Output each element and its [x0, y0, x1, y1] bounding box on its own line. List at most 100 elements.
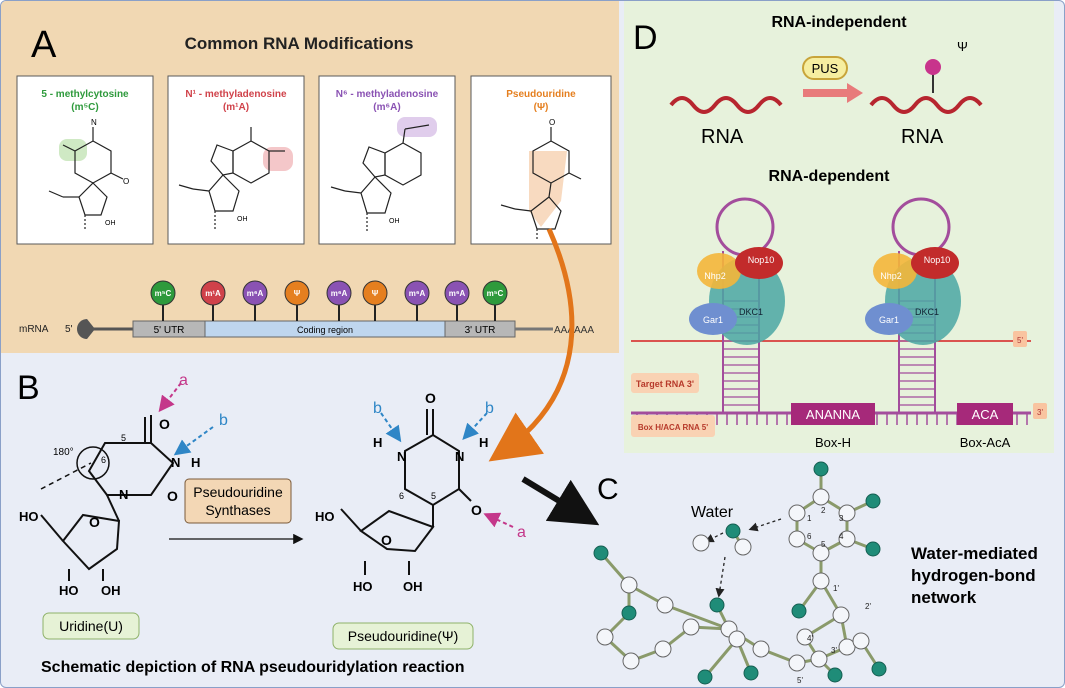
- box-h-seq: ANANNA: [806, 407, 861, 422]
- pseudouridine-structure: [340, 409, 472, 575]
- heavy-atom: [743, 665, 759, 681]
- highlight: [263, 147, 293, 171]
- atom: [734, 538, 752, 556]
- atom: [788, 654, 806, 672]
- panel-c-letter: C: [597, 473, 619, 506]
- uridine-label: Uridine(U): [59, 618, 123, 634]
- atom: [728, 630, 746, 648]
- mod-pin: [444, 280, 470, 306]
- mod-pin-label: m⁵C: [155, 289, 172, 298]
- svg-text:O: O: [89, 514, 100, 530]
- atom: [796, 628, 814, 646]
- mod-card-psi: Pseudouridine (Ψ) O: [470, 75, 612, 245]
- svg-text:O: O: [425, 390, 436, 406]
- structure-m5c: [48, 127, 124, 231]
- svg-text:2: 2: [821, 506, 826, 515]
- coding-label: Coding region: [297, 325, 353, 335]
- arrow-b1-label: b: [373, 400, 382, 417]
- uridine-label-box: [42, 612, 140, 640]
- svg-text:Nop10: Nop10: [924, 255, 951, 265]
- svg-text:4': 4': [807, 634, 813, 643]
- mod-pin: [242, 280, 268, 306]
- svg-text:O: O: [381, 532, 392, 548]
- cap-icon: [76, 319, 95, 340]
- svg-text:DKC1: DKC1: [739, 307, 763, 317]
- mod-abbr: (Ψ): [534, 102, 549, 113]
- atom: [692, 534, 710, 552]
- svg-text:O: O: [159, 416, 170, 432]
- svg-text:O: O: [167, 488, 178, 504]
- utr5-label: 5' UTR: [154, 325, 185, 336]
- atom: [654, 640, 672, 658]
- enzyme-box: [184, 478, 292, 524]
- panel-a-letter: A: [31, 24, 57, 66]
- mod-pin-label: Ψ: [372, 289, 379, 298]
- arrow-b2-psi: [462, 412, 488, 440]
- gar1: [689, 303, 737, 335]
- atom: [812, 544, 830, 562]
- svg-text:HO: HO: [19, 509, 39, 524]
- svg-text:3': 3': [831, 646, 837, 655]
- pseudouridine-label: Pseudouridine(Ψ): [348, 628, 459, 644]
- mrna-label: mRNA: [19, 324, 49, 335]
- svg-text:HO: HO: [353, 579, 373, 594]
- arrow-b1-psi: [380, 412, 402, 443]
- psi-marker: [925, 59, 941, 75]
- svg-text:Gar1: Gar1: [703, 315, 723, 325]
- box-aca: [957, 403, 1013, 425]
- mod-pin: [326, 280, 352, 306]
- heavy-atom: [813, 461, 829, 477]
- heavy-atom: [865, 493, 881, 509]
- svg-text:4: 4: [839, 532, 844, 541]
- heavy-atom: [697, 669, 713, 685]
- independent-title: RNA-independent: [771, 14, 907, 31]
- svg-text:OH: OH: [389, 218, 400, 225]
- svg-text:HO: HO: [315, 509, 335, 524]
- mod-pin-label: m⁶A: [247, 289, 264, 298]
- atom: [620, 576, 638, 594]
- atom: [838, 504, 856, 522]
- svg-text:HO: HO: [59, 583, 79, 598]
- heavy-atom: [709, 597, 725, 613]
- svg-text:DKC1: DKC1: [915, 307, 939, 317]
- panel-b-letter: B: [17, 369, 40, 407]
- svg-text:OH: OH: [403, 579, 423, 594]
- pus-label: PUS: [812, 61, 839, 76]
- atom: [788, 530, 806, 548]
- network-line3: network: [911, 588, 977, 607]
- svg-text:N: N: [171, 455, 180, 470]
- svg-text:1': 1': [833, 584, 839, 593]
- three-prime-marker: 3': [1037, 408, 1043, 417]
- pseudouridine-label-box: [332, 622, 474, 650]
- box-aca-name: Box-AcA: [960, 435, 1011, 450]
- mod-pin: [362, 280, 388, 306]
- water-label: Water: [691, 504, 734, 521]
- mod-pin: [482, 280, 508, 306]
- svg-text:Nhp2: Nhp2: [880, 271, 902, 281]
- mod-abbr: (m⁵C): [71, 102, 98, 113]
- target-label: Target RNA 3': [636, 379, 694, 389]
- heavy-atom: [725, 523, 741, 539]
- utr3-label: 3' UTR: [465, 325, 496, 336]
- mod-pin: [150, 280, 176, 306]
- boxaca-label: Box H/ACA RNA 5': [638, 423, 708, 432]
- svg-text:1: 1: [807, 514, 812, 523]
- mod-pin-label: m⁵C: [487, 289, 504, 298]
- structure-psi: [500, 127, 582, 239]
- svg-text:H: H: [191, 455, 200, 470]
- svg-text:Nop10: Nop10: [748, 255, 775, 265]
- atom: [838, 530, 856, 548]
- mod-card-m1a: N¹ - methyladenosine (m¹A) OH: [167, 75, 305, 245]
- nhp2: [873, 253, 917, 289]
- atom: [752, 640, 770, 658]
- mod-name: 5 - methylcytosine: [41, 89, 129, 100]
- psi-label: Ψ: [957, 39, 968, 54]
- atom: [656, 596, 674, 614]
- svg-text:Gar1: Gar1: [879, 315, 899, 325]
- mod-pin-label: m¹A: [205, 289, 221, 298]
